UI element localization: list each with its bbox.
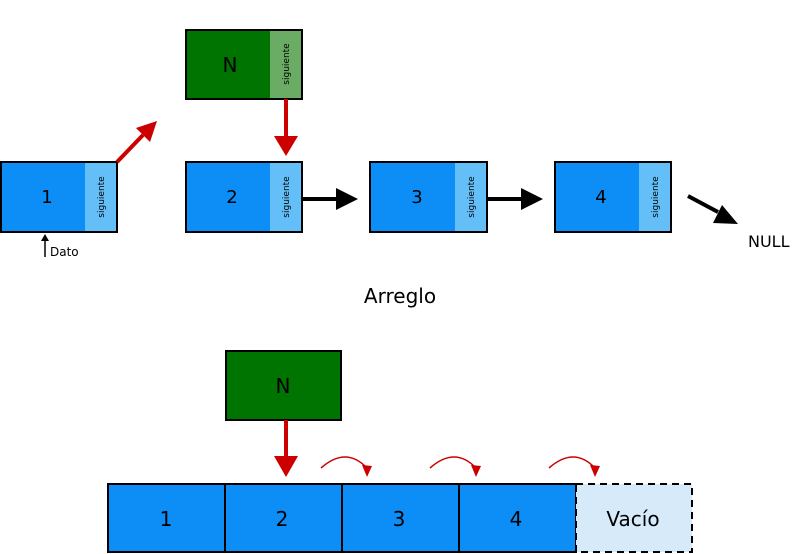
array-cell-value: 4 [510, 507, 523, 531]
array-cell-empty: Vacío [575, 483, 693, 553]
array-cell-1: 1 [107, 483, 226, 553]
array-cell-4: 4 [458, 483, 577, 553]
black-arrow-node4-to-null [687, 194, 738, 224]
array-title: Arreglo [364, 284, 436, 308]
array-new-item-label: N [276, 374, 291, 398]
array-cell-value: 3 [393, 507, 406, 531]
list-node-next-label: siguiente [282, 176, 292, 218]
shift-arrow-3-to-4 [429, 456, 481, 477]
array-empty-label: Vacío [606, 507, 659, 531]
list-node-4: 4 siguiente [554, 161, 672, 233]
list-node-next-label: siguiente [467, 176, 477, 218]
list-node-next-label: siguiente [651, 176, 661, 218]
list-node-1: 1 siguiente [0, 161, 118, 233]
array-cell-value: 2 [276, 507, 289, 531]
list-node-next-label: siguiente [97, 176, 107, 218]
data-pointer: Dato [41, 234, 79, 259]
array-cell-2: 2 [224, 483, 343, 553]
pointer-label: Dato [50, 245, 79, 259]
black-arrow-node2-to-node3 [302, 188, 358, 210]
shift-arrow-4-to-empty [548, 456, 600, 477]
array-cell-3: 3 [341, 483, 460, 553]
red-arrow-new-to-cell2 [274, 420, 298, 477]
list-node-value: 4 [595, 187, 606, 208]
new-node-next-label: siguiente [282, 43, 292, 85]
list-node-3: 3 siguiente [369, 161, 488, 233]
array-cell-value: 1 [160, 507, 173, 531]
shift-arrow-2-to-3 [320, 456, 372, 477]
new-node: N siguiente [185, 29, 303, 100]
new-node-label: N [223, 53, 238, 77]
null-label: NULL [748, 232, 790, 251]
list-node-value: 2 [226, 187, 237, 208]
array-new-item: N [225, 350, 342, 421]
red-arrow-new-to-node2 [274, 99, 298, 156]
list-node-value: 1 [41, 187, 52, 208]
black-arrow-node3-to-node4 [487, 188, 543, 210]
list-node-2: 2 siguiente [185, 161, 303, 233]
red-arrow-node1-to-new [115, 121, 157, 164]
list-node-value: 3 [411, 187, 422, 208]
